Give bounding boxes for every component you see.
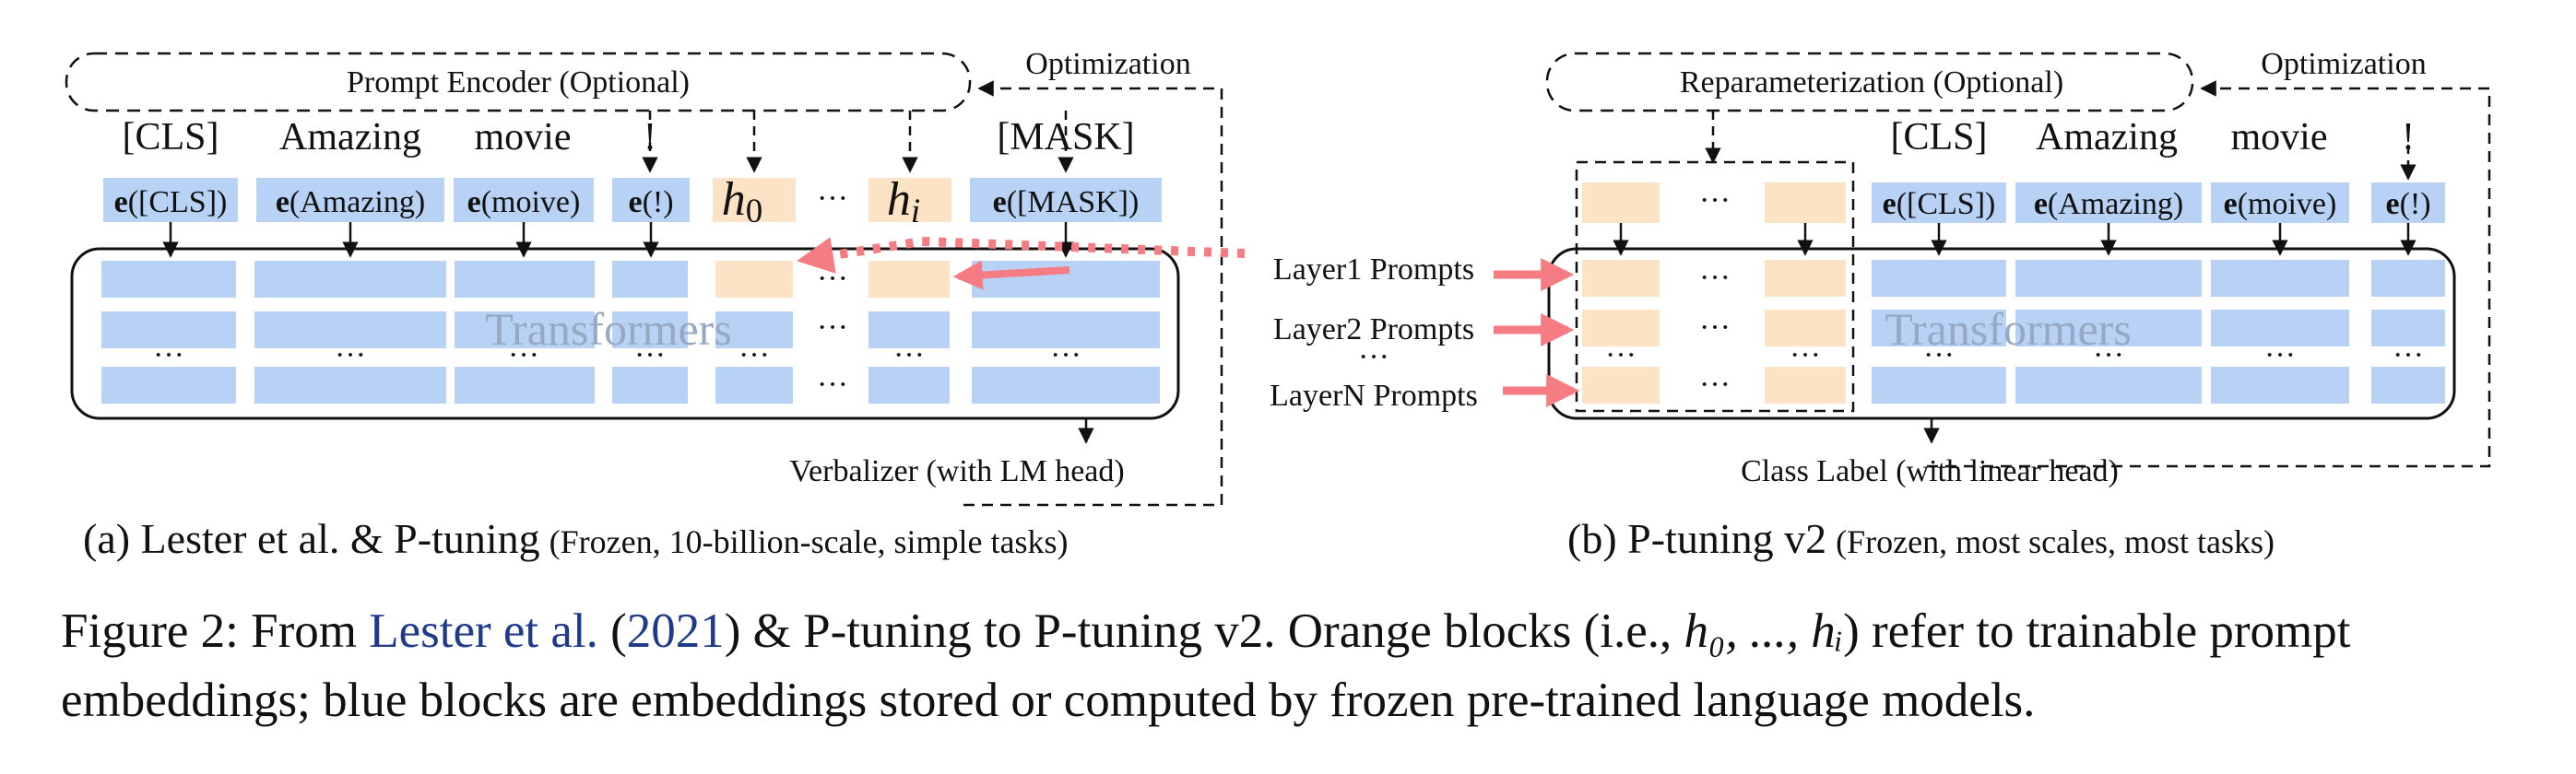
prompt-encoder-box xyxy=(65,52,972,112)
emb-label-exclaim-b: e(!) xyxy=(2385,187,2430,221)
emb-label-cls-b: e([CLS]) xyxy=(1883,187,1996,221)
emb-label-mask-a: e([MASK]) xyxy=(993,185,1140,219)
panel-a: Prompt Encoder (Optional) Optimization [… xyxy=(65,47,1246,562)
layer-prompts-blocks xyxy=(1582,260,1846,404)
emb-block-moive-b xyxy=(2211,182,2349,223)
layerN-prompts-label: LayerN Prompts xyxy=(1270,379,1478,413)
emb-block-amazing-a xyxy=(256,178,444,222)
token-cls-b: [CLS] xyxy=(1891,116,1988,158)
emb-block-exclaim-b xyxy=(2371,182,2445,223)
transformers-label-b: Transformers xyxy=(1885,303,2132,355)
emb-block-amazing-b xyxy=(2015,182,2202,223)
svg-text:···: ··· xyxy=(817,311,848,345)
layer-ellipsis: ··· xyxy=(1358,340,1389,374)
classlabel-label: Class Label (with linear head) xyxy=(1741,454,2119,488)
transformers-label-a: Transformers xyxy=(485,303,732,355)
token-movie-a: movie xyxy=(475,116,572,158)
emb-block-mask-a xyxy=(970,178,1162,222)
emb-block-cls-a xyxy=(103,178,238,222)
svg-text:···: ··· xyxy=(1790,338,1821,372)
verbalizer-label: Verbalizer (with LM head) xyxy=(789,454,1124,488)
emb-block-cls-b xyxy=(1872,182,2006,223)
emb-label-amazing-a: e(Amazing) xyxy=(276,185,425,219)
token-mask-a: [MASK] xyxy=(997,116,1134,158)
emb-block-moive-a xyxy=(454,178,594,222)
svg-text:···: ··· xyxy=(1699,311,1731,345)
optimization-label-b: Optimization xyxy=(2261,47,2426,81)
transformer-box-a xyxy=(70,247,1180,420)
reparam-label: Reparameterization (Optional) xyxy=(1680,65,2063,100)
transformer-ellipses-b: ··· ··· ··· ··· ··· ··· ··· ··· ··· xyxy=(1605,261,2424,402)
transformer-blocks-b xyxy=(1872,260,2445,404)
optimization-loop-a xyxy=(963,80,1223,507)
prompt-top-2 xyxy=(1765,182,1846,223)
layer2-prompts-label: Layer2 Prompts xyxy=(1273,312,1474,346)
transformer-row-3-a xyxy=(101,367,1160,404)
prompt-block-hi xyxy=(869,178,951,222)
svg-text:···: ··· xyxy=(2393,338,2424,372)
svg-text:···: ··· xyxy=(2264,338,2296,372)
caption-ref-open: ( xyxy=(597,604,627,658)
transformer-row-1-a xyxy=(101,261,1160,298)
pink-arrow-long xyxy=(797,236,1246,274)
figure-canvas: Prompt Encoder (Optional) Optimization [… xyxy=(65,47,2491,562)
svg-text:···: ··· xyxy=(1050,338,1081,372)
svg-text:···: ··· xyxy=(739,338,770,372)
emb-label-amazing-b: e(Amazing) xyxy=(2034,187,2183,221)
ellipsis-emb-a: ··· xyxy=(817,182,848,216)
prompt-block-h0 xyxy=(713,178,796,222)
optimization-loop-b xyxy=(1927,80,2491,468)
caption-math: h₀, ..., hᵢ xyxy=(1684,604,1844,658)
transformer-row-2-a xyxy=(101,311,1160,348)
pink-arrow-short xyxy=(952,260,1070,290)
subcaption-b: (b) P-tuning v2(Frozen, most scales, mos… xyxy=(1567,515,2275,562)
caption-part2: ) & P-tuning to P-tuning v2. Orange bloc… xyxy=(724,604,1684,658)
caption-ref-year[interactable]: 2021 xyxy=(626,604,725,658)
prompt-top-1 xyxy=(1582,182,1660,223)
token-movie-b: movie xyxy=(2231,116,2328,158)
subcaption-a: (a) Lester et al. & P-tuning(Frozen, 10-… xyxy=(83,515,1069,562)
caption-part1: Figure 2: From xyxy=(61,604,370,658)
token-amazing-a: Amazing xyxy=(279,116,421,158)
svg-text:···: ··· xyxy=(335,338,366,372)
svg-text:···: ··· xyxy=(817,368,848,402)
figure-caption: Figure 2: From Lester et al. (2021) & P-… xyxy=(61,597,2532,735)
emb-label-exclaim-a: e(!) xyxy=(628,185,673,219)
svg-text:···: ··· xyxy=(634,338,666,372)
emb-label-cls-a: e([CLS]) xyxy=(114,185,228,219)
panel-b: Reparameterization (Optional) Optimizati… xyxy=(1270,47,2491,562)
svg-text:···: ··· xyxy=(508,338,539,372)
svg-text:···: ··· xyxy=(1699,261,1731,295)
svg-text:···: ··· xyxy=(153,338,184,372)
prompt-label-hi: hi xyxy=(887,173,920,230)
svg-text:···: ··· xyxy=(817,262,848,296)
optimization-label-a: Optimization xyxy=(1025,47,1190,81)
token-cls-a: [CLS] xyxy=(123,116,219,158)
token-exclaim-a: ! xyxy=(644,116,656,158)
svg-text:···: ··· xyxy=(1605,338,1637,372)
svg-text:···: ··· xyxy=(893,338,925,372)
emb-label-moive-a: e(moive) xyxy=(467,185,581,219)
token-amazing-b: Amazing xyxy=(2036,116,2178,158)
prompt-region-box xyxy=(1575,160,1855,413)
svg-text:···: ··· xyxy=(1699,368,1731,402)
emb-label-moive-b: e(moive) xyxy=(2224,187,2337,221)
prompt-encoder-label: Prompt Encoder (Optional) xyxy=(347,65,690,100)
token-exclaim-b: ! xyxy=(2402,116,2415,158)
emb-block-exclaim-a xyxy=(612,178,690,222)
prompt-label-h0: h0 xyxy=(722,173,763,230)
ellipsis-top-b: ··· xyxy=(1699,183,1731,217)
caption-part3: ) refer to trainable prompt embeddings; … xyxy=(61,604,2351,727)
caption-ref-authors[interactable]: Lester et al. xyxy=(369,604,598,658)
layer1-prompts-label: Layer1 Prompts xyxy=(1273,252,1474,287)
svg-text:···: ··· xyxy=(2093,338,2124,372)
svg-text:···: ··· xyxy=(1923,338,1955,372)
